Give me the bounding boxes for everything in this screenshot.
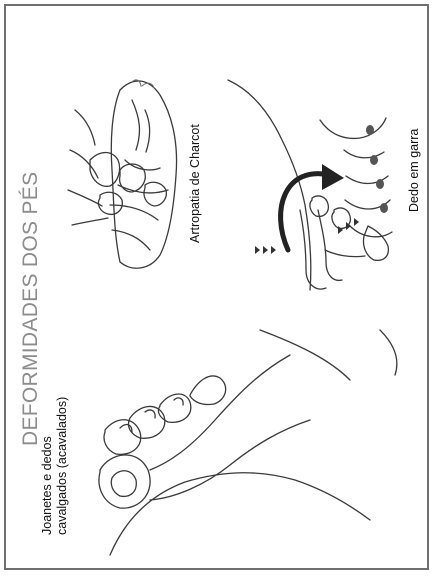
claw-toe-illustration bbox=[228, 80, 392, 290]
charcot-foot-xray-illustration bbox=[68, 80, 177, 268]
triangle-markers-icon bbox=[255, 218, 359, 254]
curved-arrow-icon bbox=[281, 164, 344, 250]
foot-bunions-illustration bbox=[99, 330, 397, 555]
